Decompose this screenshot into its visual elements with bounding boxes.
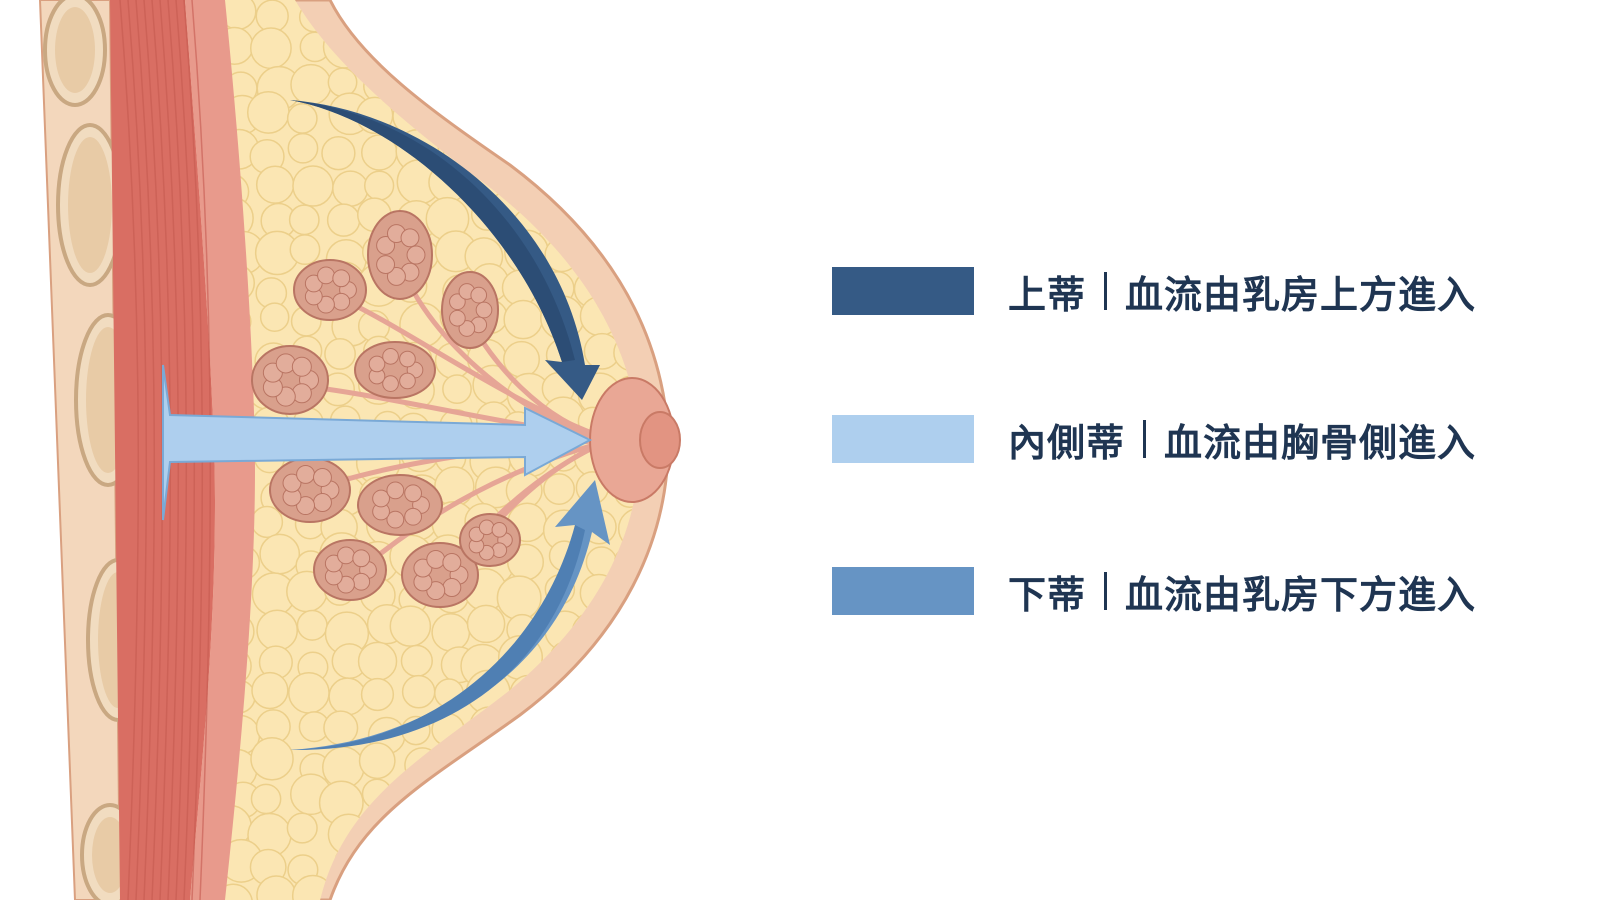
legend-item-medial: 內側蒂 血流由胸骨側進入 [832, 412, 1476, 467]
legend-label-inferior: 下蒂 血流由乳房下方進入 [1008, 564, 1476, 619]
superior-pedicle-arrow [290, 100, 600, 400]
legend-label-superior: 上蒂 血流由乳房上方進入 [1008, 264, 1476, 319]
legend-swatch-superior [832, 267, 974, 315]
legend-separator [1143, 420, 1147, 458]
legend-name: 內側蒂 [1008, 420, 1126, 465]
legend-desc: 血流由乳房下方進入 [1125, 572, 1477, 617]
inferior-pedicle-arrow [290, 480, 610, 751]
legend-desc: 血流由胸骨側進入 [1164, 420, 1477, 465]
legend-item-superior: 上蒂 血流由乳房上方進入 [832, 264, 1476, 319]
legend-swatch-inferior [832, 567, 974, 615]
legend-separator [1104, 572, 1108, 610]
gland-lobules [251, 210, 521, 608]
legend-name: 下蒂 [1008, 572, 1087, 617]
legend-separator [1104, 272, 1108, 310]
legend-name: 上蒂 [1008, 272, 1087, 317]
legend-desc: 血流由乳房上方進入 [1125, 272, 1477, 317]
medial-pedicle-arrow [162, 364, 593, 521]
legend-label-medial: 內側蒂 血流由胸骨側進入 [1008, 412, 1476, 467]
legend-swatch-medial [832, 415, 974, 463]
legend-item-inferior: 下蒂 血流由乳房下方進入 [832, 564, 1476, 619]
nipple [589, 377, 681, 503]
